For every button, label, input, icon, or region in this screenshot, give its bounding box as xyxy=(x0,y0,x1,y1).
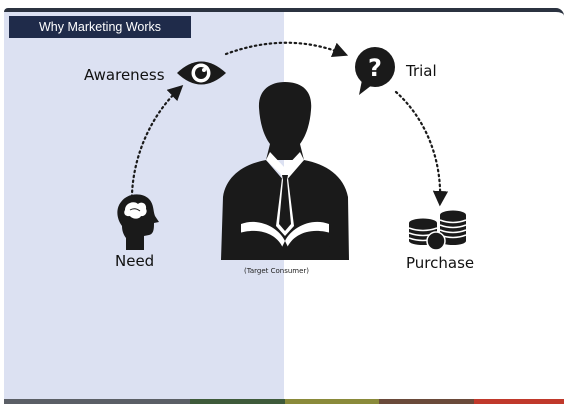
slide: Why Marketing Works ? xyxy=(4,8,564,404)
coins-stack-icon xyxy=(408,210,467,251)
purchase-label: Purchase xyxy=(406,254,475,272)
need-label: Need xyxy=(115,252,155,270)
eye-icon xyxy=(177,61,226,85)
svg-text:?: ? xyxy=(368,54,382,82)
arrow-need-to-awareness xyxy=(130,84,184,209)
trial-label: Trial xyxy=(406,62,437,80)
slide-title: Why Marketing Works xyxy=(9,16,191,38)
businessman-icon xyxy=(221,82,349,260)
diagram-art: ? xyxy=(117,41,467,260)
head-brain-icon xyxy=(117,194,159,250)
question-bubble-icon: ? xyxy=(355,47,395,95)
arrow-trial-to-purchase xyxy=(394,90,449,207)
bottom-color-strip xyxy=(4,399,564,404)
arrow-awareness-to-trial xyxy=(224,41,349,58)
target-consumer-caption: (Target Consumer) xyxy=(244,267,310,275)
awareness-label: Awareness xyxy=(84,66,165,84)
